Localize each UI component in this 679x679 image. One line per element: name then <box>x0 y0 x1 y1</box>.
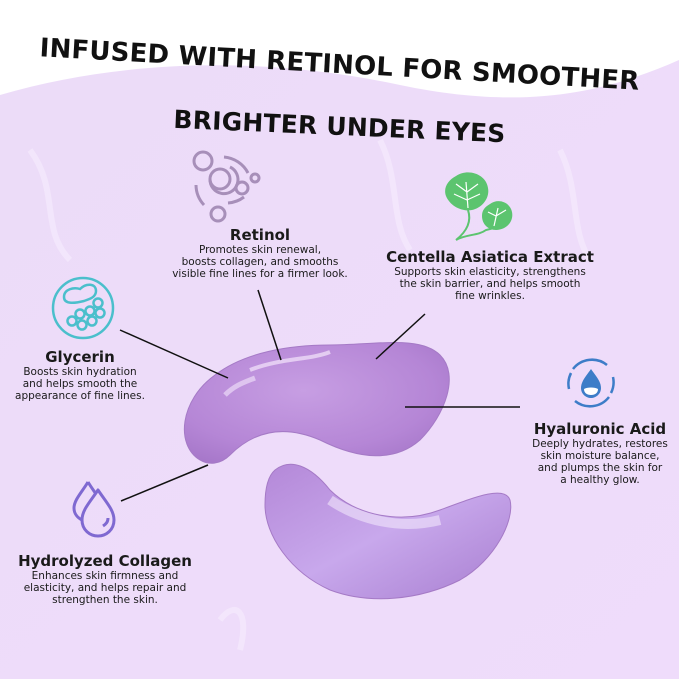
ingredient-description: Enhances skin firmness and elasticity, a… <box>23 570 187 606</box>
ingredient-retinol: Retinol Promotes skin renewal, boosts co… <box>150 226 370 280</box>
ingredient-glycerin: Glycerin Boosts skin hydration and helps… <box>10 348 150 402</box>
ingredient-description: Deeply hydrates, restores skin moisture … <box>532 438 668 486</box>
water-drop-icon <box>567 358 615 408</box>
cell-icon <box>51 276 115 340</box>
ingredient-title: Retinol <box>229 226 291 244</box>
ingredient-title: Hydrolyzed Collagen <box>18 552 192 570</box>
ingredient-description: Supports skin elasticity, strengthens th… <box>394 266 586 302</box>
ingredient-description: Boosts skin hydration and helps smooth t… <box>15 366 145 402</box>
ingredient-hyaluronic-acid: Hyaluronic Acid Deeply hydrates, restore… <box>520 420 679 486</box>
eye-patch-top <box>184 342 450 464</box>
ingredient-title: Centella Asiatica Extract <box>386 248 594 266</box>
double-drop-icon <box>72 481 116 538</box>
ingredient-description: Promotes skin renewal, boosts collagen, … <box>172 244 348 280</box>
ingredient-hydrolyzed-collagen: Hydrolyzed Collagen Enhances skin firmne… <box>0 552 210 606</box>
ingredient-title: Hyaluronic Acid <box>533 420 667 438</box>
ingredient-title: Glycerin <box>45 348 115 366</box>
ingredient-centella-asiatica-extract: Centella Asiatica Extract Supports skin … <box>375 248 605 302</box>
bubbles-icon <box>192 150 261 223</box>
leaf-icon <box>445 172 513 241</box>
eye-patch-bottom <box>264 463 512 600</box>
